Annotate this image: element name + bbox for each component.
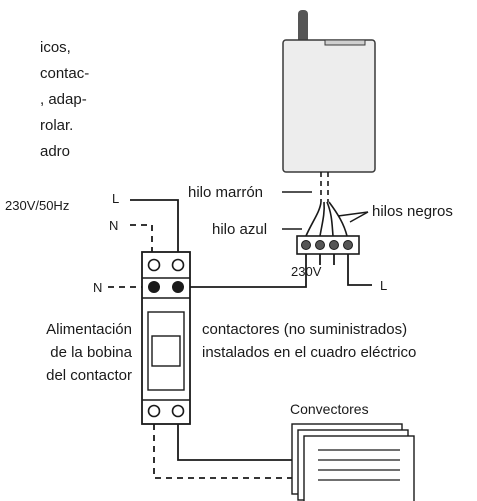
supply-lines bbox=[108, 199, 307, 288]
contactor-terminal-n bbox=[148, 281, 160, 293]
hilo-marron-label: hilo marrón bbox=[188, 184, 263, 201]
receiver-body bbox=[282, 39, 376, 173]
hilos-negros-label: hilos negros bbox=[372, 203, 453, 220]
alimentacion-line-2: de la bobina bbox=[50, 344, 132, 361]
contactores-line-2: instalados en el cuadro eléctrico bbox=[202, 344, 416, 361]
contactores-line-1: contactores (no suministrados) bbox=[202, 321, 407, 338]
hilo-azul-label: hilo azul bbox=[212, 221, 267, 238]
contactor bbox=[141, 251, 191, 425]
l-top-label: L bbox=[112, 191, 119, 206]
alimentacion-line-1: Alimentación bbox=[46, 321, 132, 338]
antenna-icon bbox=[298, 10, 308, 46]
intro-text: icos, contac- , adap- rolar. adro bbox=[40, 39, 89, 160]
receiver-clip bbox=[324, 39, 366, 46]
device-cable bbox=[305, 172, 348, 237]
convectors bbox=[291, 423, 415, 501]
terminal-block bbox=[296, 235, 360, 255]
receiver-device bbox=[282, 10, 376, 173]
alimentacion-line-3: del contactor bbox=[46, 367, 132, 384]
intro-line-5: adro bbox=[40, 143, 70, 160]
intro-line-4: rolar. bbox=[40, 117, 73, 134]
terminal-voltage-label: 230V bbox=[291, 264, 322, 279]
supply-label: 230V/50Hz bbox=[5, 198, 69, 213]
output-wires bbox=[153, 424, 292, 479]
contactor-terminal-coil bbox=[172, 281, 184, 293]
terminal-wires bbox=[305, 254, 372, 286]
intro-line-3: , adap- bbox=[40, 91, 87, 108]
n-top-label: N bbox=[109, 218, 118, 233]
intro-line-2: contac- bbox=[40, 65, 89, 82]
label-leaders bbox=[282, 191, 369, 230]
n-mid-label: N bbox=[93, 280, 102, 295]
l-right-label: L bbox=[380, 278, 387, 293]
intro-line-1: icos, bbox=[40, 39, 71, 56]
convectores-label: Convectores bbox=[290, 401, 369, 417]
